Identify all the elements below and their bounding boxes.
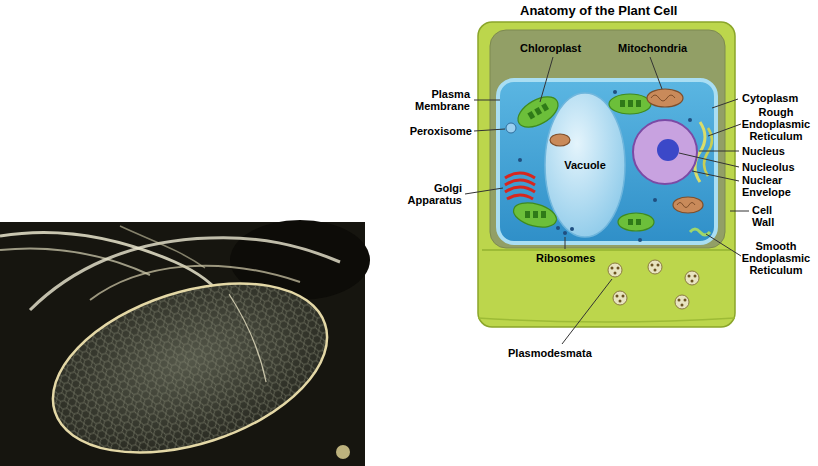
diagram-title: Anatomy of the Plant Cell: [520, 3, 677, 18]
part-label: Cell Wall: [752, 204, 792, 228]
micrograph: [0, 220, 370, 466]
part-label: Cytoplasm: [742, 92, 812, 104]
part-label: Mitochondria: [618, 42, 698, 54]
part-label: Peroxisome: [404, 125, 472, 137]
part-label: Ribosomes: [536, 252, 602, 264]
part-label: Nucleus: [742, 145, 802, 157]
part-label: Rough Endoplasmic Reticulum: [738, 106, 814, 142]
part-label: Smooth Endoplasmic Reticulum: [738, 240, 814, 276]
part-label: Chloroplast: [520, 42, 594, 54]
plant-cell: [478, 22, 735, 327]
part-label: Golgi Apparatus: [396, 182, 462, 206]
part-label: Plasmodesmata: [508, 347, 598, 359]
leader-lines: [465, 57, 749, 344]
part-label: Vacuole: [560, 159, 610, 171]
part-label: Plasma Membrane: [408, 88, 470, 112]
plasmodesma: [608, 260, 699, 309]
part-label: Nuclear Envelope: [742, 174, 806, 198]
part-label: Nucleolus: [742, 161, 806, 173]
